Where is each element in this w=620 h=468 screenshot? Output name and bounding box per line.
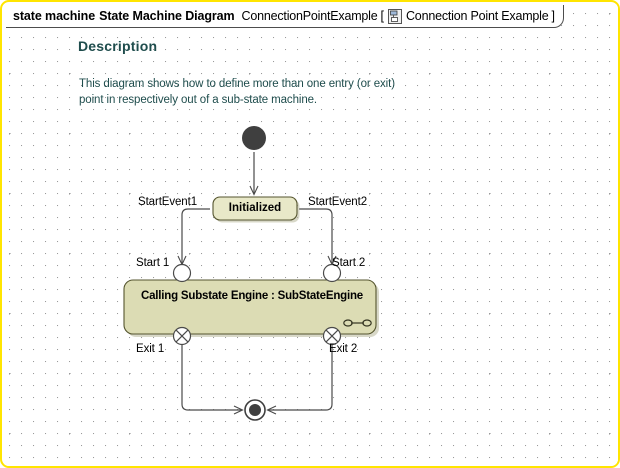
entry-point-label-start-2: Start 2 [332,257,366,269]
description-heading: Description [78,38,158,54]
entry-point-start-2[interactable] [322,263,342,283]
description-body-text: This diagram shows how to define more th… [79,78,395,106]
entry-point-label-start-1: Start 1 [136,257,170,269]
final-state-node[interactable] [244,399,266,421]
diagram-name: ConnectionPointExample [241,9,378,23]
bracket-close: ] [551,9,555,23]
diagram-kind-keyword: state machine [13,9,96,23]
state-initialized[interactable] [212,196,300,223]
submachine-name: Connection Point Example [405,9,549,23]
state-label-calling-substate-engine: Calling Substate Engine : SubStateEngine [140,290,364,302]
entry-point-start-1[interactable] [172,263,192,283]
submachine-indicator-icon [343,319,372,327]
diagram-title-tab[interactable]: state machine State Machine Diagram Conn… [6,5,564,28]
diagram-kind-label: State Machine Diagram [99,9,235,23]
exit-point-exit-2[interactable] [322,326,342,346]
transition-startevent1[interactable] [177,208,210,266]
initial-state-node[interactable] [242,126,266,150]
transition-label-startevent1: StartEvent1 [138,196,197,208]
transition-exit2-to-final[interactable] [266,345,333,415]
transition-startevent2[interactable] [299,208,337,266]
transition-label-startevent2: StartEvent2 [308,196,367,208]
bracket-open: [ [380,9,384,23]
state-label-initialized: Initialized [228,202,282,214]
state-calling-substate-engine[interactable] [123,279,379,337]
state-machine-icon [387,8,402,24]
exit-point-exit-1[interactable] [172,326,192,346]
transition-exit1-to-final[interactable] [181,345,244,415]
exit-point-label-exit-1: Exit 1 [136,343,165,355]
exit-point-label-exit-2: Exit 2 [329,343,358,355]
diagram-canvas[interactable] [4,4,618,466]
